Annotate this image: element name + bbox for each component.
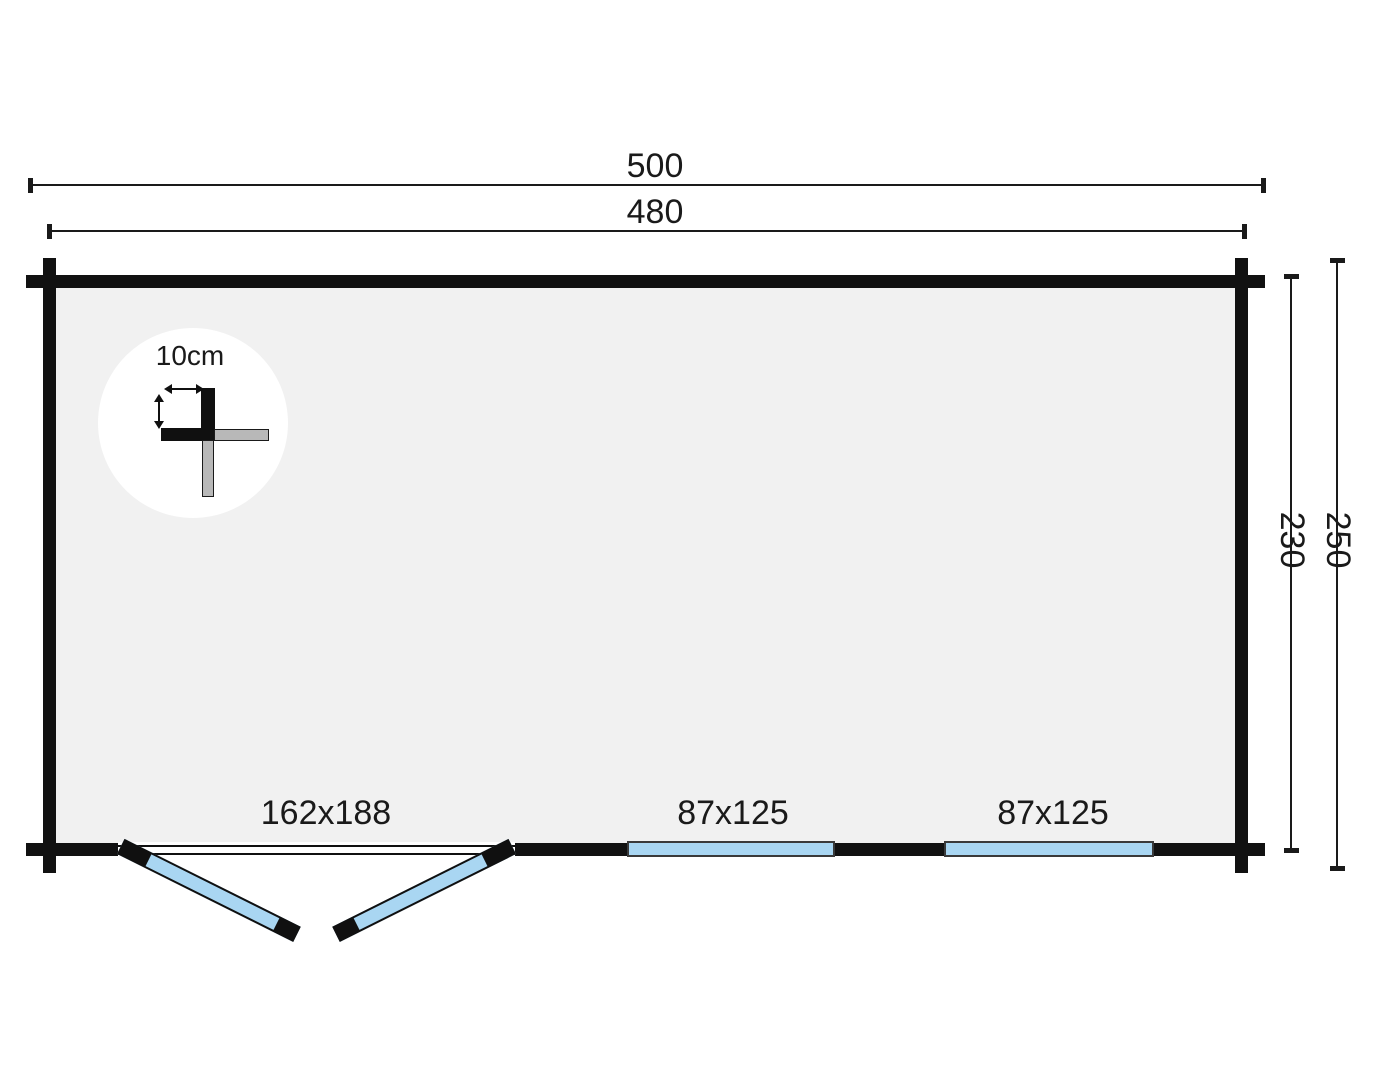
inner-width-label: 480 [626, 193, 684, 231]
log-end-horizontal [214, 429, 269, 441]
window-left [627, 841, 835, 857]
window-right-size-label: 87x125 [997, 794, 1109, 832]
dimension-line-outer-width [28, 177, 1266, 193]
outer-width-label: 500 [626, 147, 684, 185]
dimension-line-inner-width [47, 223, 1247, 239]
wall-thickness-detail-bubble [98, 328, 288, 518]
wall-left [43, 258, 56, 873]
wall-thickness-label: 10cm [155, 340, 225, 371]
log-cross-section-horizontal [161, 428, 215, 441]
arrowhead-up-icon [154, 394, 164, 402]
wall-right [1235, 258, 1248, 873]
outer-depth-label: 250 [1319, 511, 1357, 569]
arrowhead-left-icon [164, 384, 172, 394]
log-end-vertical [202, 440, 214, 497]
arrowhead-right-icon [196, 384, 204, 394]
thickness-arrow-vertical [158, 401, 160, 422]
log-cross-section-vertical [201, 388, 215, 441]
inner-depth-label: 230 [1273, 511, 1311, 569]
window-right [944, 841, 1154, 857]
door-size-label: 162x188 [260, 794, 392, 832]
thickness-arrow-horizontal [171, 388, 197, 390]
door-opening [118, 842, 515, 857]
wall-top [26, 275, 1265, 288]
window-left-size-label: 87x125 [677, 794, 789, 832]
dimension-line-inner-depth [1283, 274, 1299, 853]
arrowhead-down-icon [154, 421, 164, 429]
dimension-line-outer-depth [1329, 258, 1345, 871]
